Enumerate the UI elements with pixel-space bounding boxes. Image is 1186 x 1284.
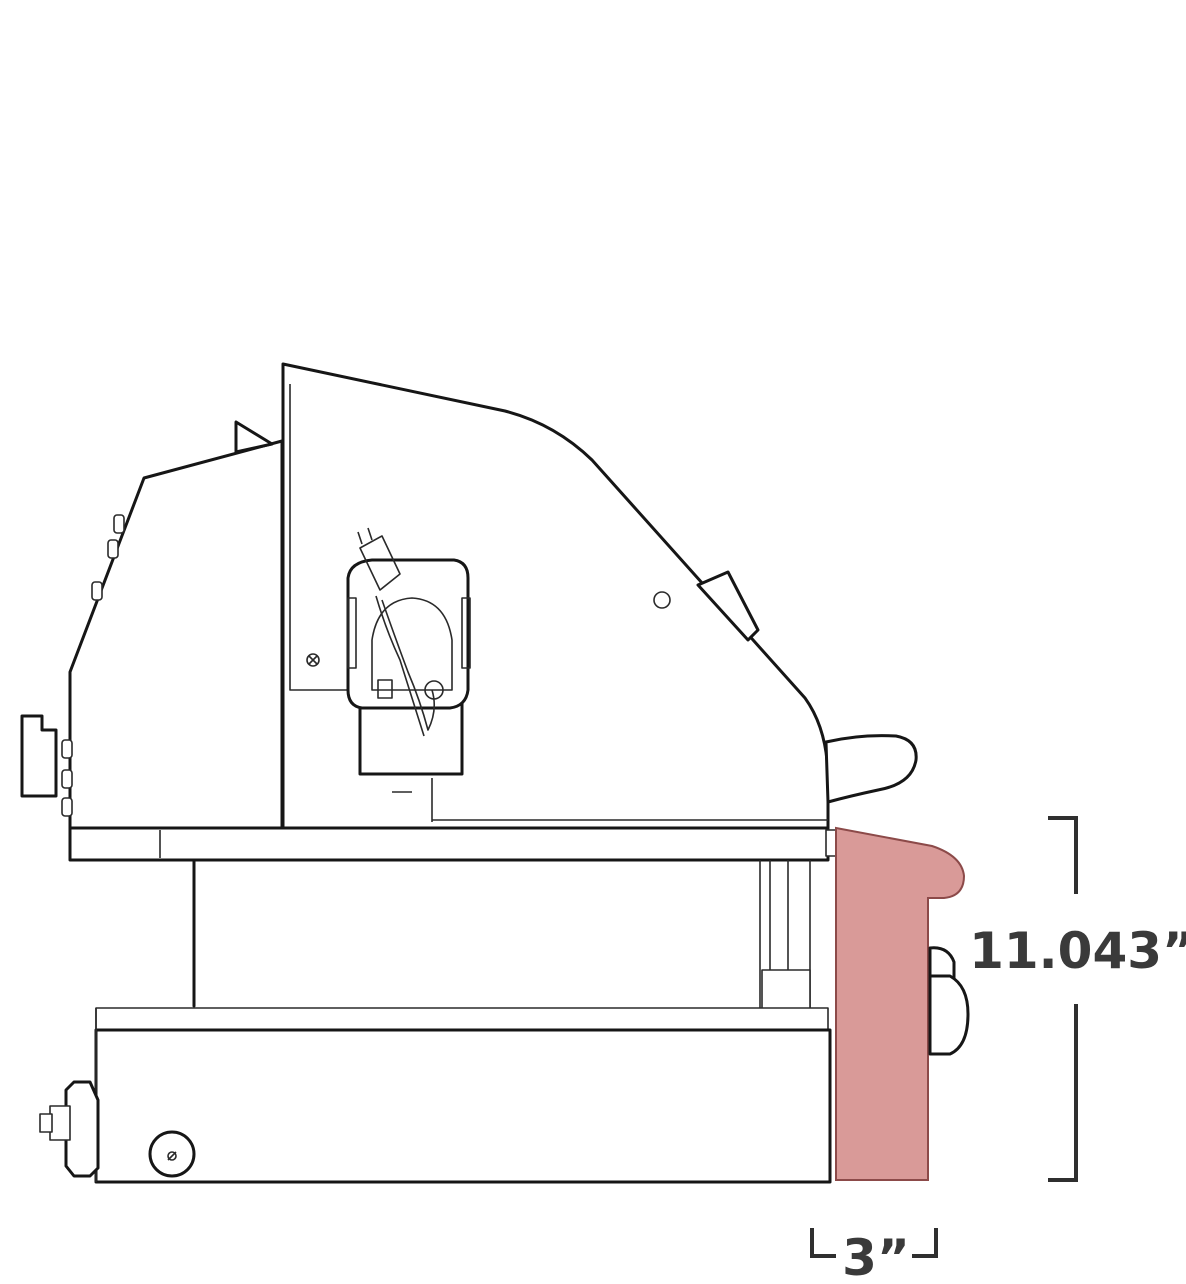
rotisserie-motor — [346, 527, 471, 793]
highlighted-front-panel — [835, 826, 970, 1181]
grill-base — [68, 826, 837, 862]
grill-cabinet — [39, 858, 832, 1184]
rear-bolts — [61, 514, 125, 817]
height-dimension: 11.043” — [969, 816, 1186, 1182]
front-knob — [824, 734, 918, 804]
rear-bracket — [20, 714, 58, 798]
width-dimension-label: 3” — [842, 1229, 910, 1284]
height-dimension-label: 11.043” — [969, 922, 1186, 980]
width-dimension: 3” — [810, 1228, 938, 1284]
